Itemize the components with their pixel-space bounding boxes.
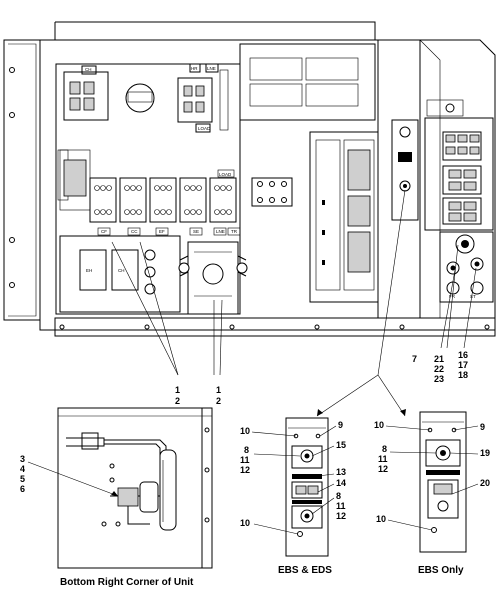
callout-12a: 12 [240, 465, 250, 475]
label-ef: EF [159, 229, 165, 234]
callout-12c: 12 [378, 464, 388, 474]
callout-9b: 9 [480, 422, 485, 432]
label-eh: EH [86, 268, 92, 273]
label-se: SE [193, 229, 199, 234]
callout-10b: 10 [240, 518, 250, 528]
callout-6: 6 [20, 484, 25, 494]
caption-ebs-only: EBS Only [418, 565, 464, 576]
label-hr: HR [191, 66, 198, 71]
label-st: ST [470, 294, 476, 299]
callout-8c: 8 [382, 444, 387, 454]
caption-ebs-eds: EBS & EDS [278, 565, 332, 576]
callout-23: 23 [434, 374, 444, 384]
callout-15: 15 [336, 440, 346, 450]
control-box [3, 21, 496, 337]
label-cc: CC [131, 229, 138, 234]
callout-1a: 1 [175, 385, 180, 395]
label-eh-ch: CH [118, 268, 125, 273]
callout-10a: 10 [240, 426, 250, 436]
caption-bottom-right-corner: Bottom Right Corner of Unit [60, 577, 194, 588]
detail-ebs-eds-module [251, 417, 337, 557]
callout-2b: 2 [216, 396, 221, 406]
callout-8a: 8 [244, 445, 249, 455]
callout-17: 17 [458, 360, 468, 370]
detail-ebs-only-module [385, 411, 479, 553]
callout-20: 20 [480, 478, 490, 488]
detail-bottom-right-corner [27, 407, 213, 569]
callout-11b: 11 [336, 501, 346, 511]
callout-2a: 2 [175, 396, 180, 406]
callout-16: 16 [458, 350, 468, 360]
callout-14: 14 [336, 478, 346, 488]
label-lne-2: LNE [216, 229, 225, 234]
label-lne: LNE [207, 66, 216, 71]
callout-18: 18 [458, 370, 468, 380]
label-cf: CF [101, 229, 107, 234]
callout-11a: 11 [240, 455, 250, 465]
callout-19: 19 [480, 448, 490, 458]
label-load-2: LOAD [219, 172, 232, 177]
label-ch: CH [85, 67, 92, 72]
callout-13: 13 [336, 467, 346, 477]
callout-10d: 10 [376, 514, 386, 524]
callout-3: 3 [20, 454, 25, 464]
callout-8b: 8 [336, 491, 341, 501]
callout-11c: 11 [378, 454, 388, 464]
callout-21: 21 [434, 354, 444, 364]
label-tr: TR [231, 229, 238, 234]
callout-9: 9 [338, 420, 343, 430]
callout-7: 7 [412, 354, 417, 364]
callout-10c: 10 [374, 420, 384, 430]
callout-4: 4 [20, 464, 25, 474]
callout-1b: 1 [216, 385, 221, 395]
leader-lines [111, 189, 477, 417]
label-load: LOAD [198, 126, 211, 131]
callout-5: 5 [20, 474, 25, 484]
callout-22: 22 [434, 364, 444, 374]
callout-12b: 12 [336, 511, 346, 521]
